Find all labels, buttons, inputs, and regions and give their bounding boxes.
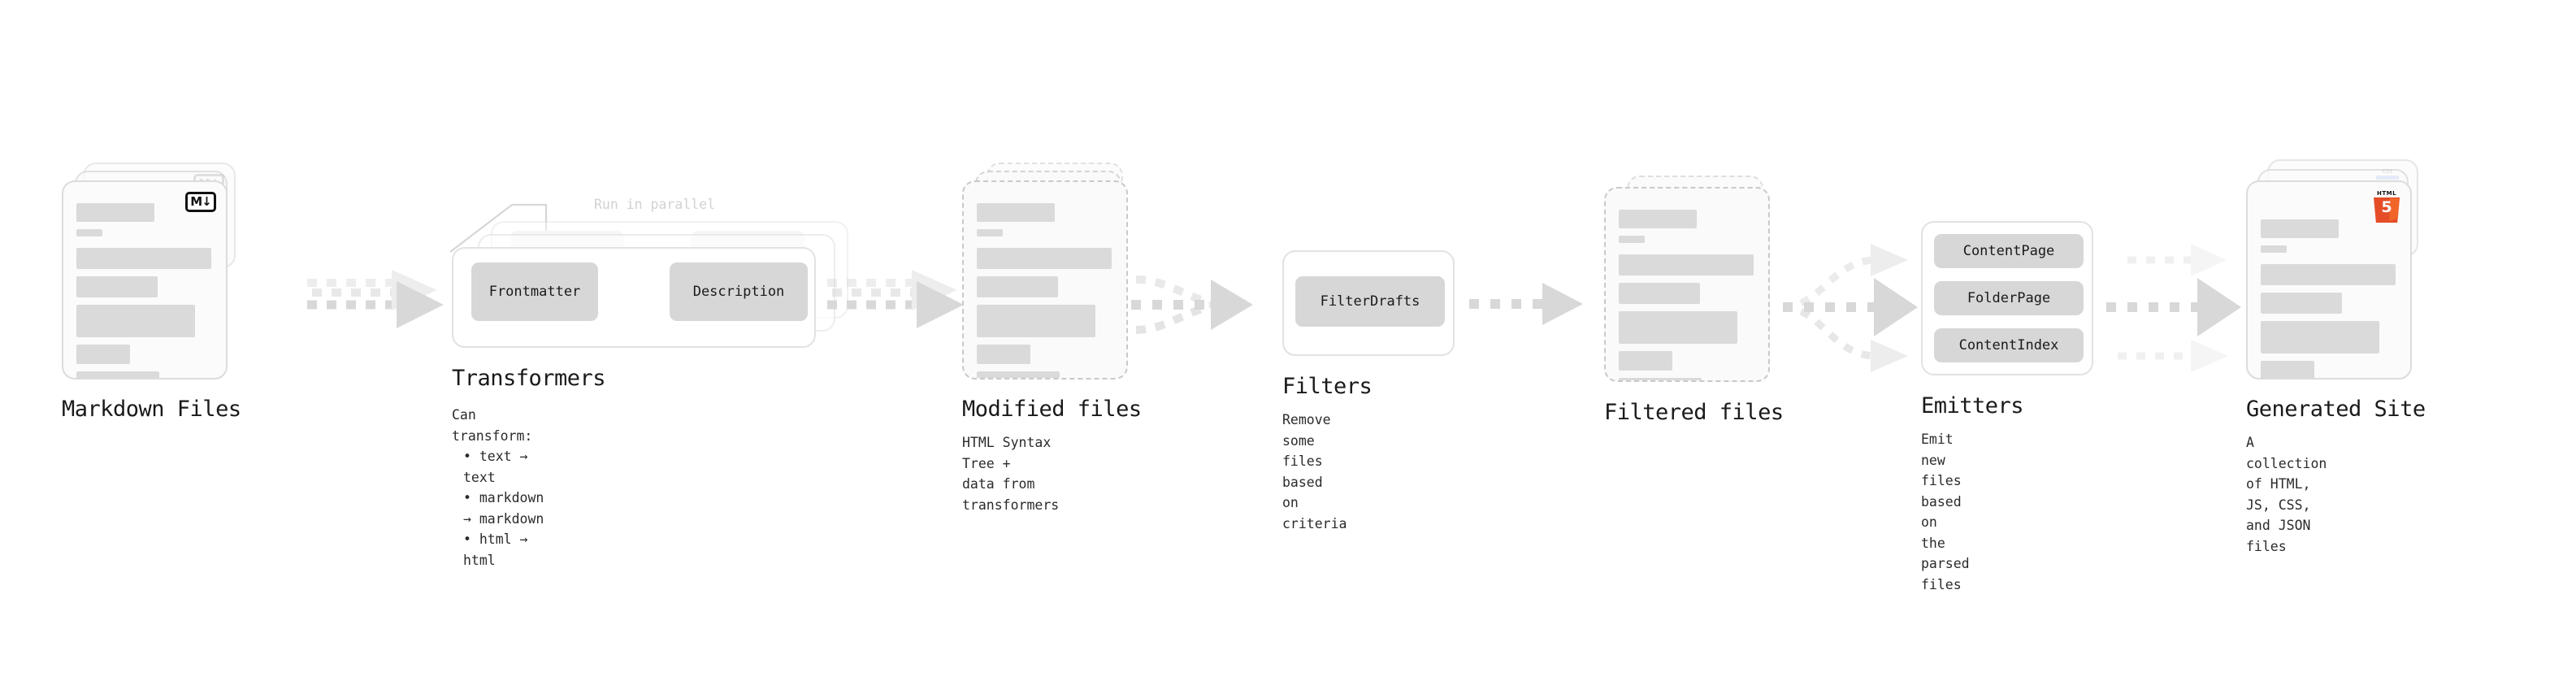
doc-placeholder-bar [1619,236,1645,243]
doc-placeholder-bar [1619,283,1700,304]
filter-chip-filterdrafts-label: FilterDrafts [1320,293,1420,310]
doc-placeholder-bar [2261,361,2314,378]
connector-filtered-to-emitters [1782,232,1945,379]
stage-subtitle-emitters: Emit new files based on the parsed files [1921,432,1970,592]
doc-placeholder-lines [1619,210,1755,380]
doc-placeholder-bar [977,229,1003,236]
emitter-chip-folderpage-label: FolderPage [1967,290,2051,306]
doc-placeholder-bar [2261,219,2339,238]
connector-modified-to-filters [1131,262,1286,367]
doc-placeholder-bar [977,305,1095,337]
doc-placeholder-bar [2261,264,2396,285]
doc-placeholder-bar [1619,210,1697,228]
doc-placeholder-bar [76,203,154,222]
doc-placeholder-bar [1619,351,1672,371]
filter-chip-filterdrafts[interactable]: FilterDrafts [1295,276,1445,327]
doc-placeholder-bar [1619,311,1737,344]
stage-title-generated-site: Generated Site [2246,397,2426,422]
doc-placeholder-bar [76,229,102,236]
doc-placeholder-bar [76,276,158,297]
filtered-card-front [1604,187,1770,382]
emitter-chip-contentpage[interactable]: ContentPage [1934,234,2084,268]
html5-badge: HTML 5 [2373,190,2400,223]
doc-placeholder-bar [977,371,1060,378]
doc-placeholder-bar [2261,293,2342,314]
doc-placeholder-lines [977,203,1113,378]
callout-run-in-parallel: Run in parallel [594,197,716,212]
stage-title-modified-files: Modified files [962,397,1142,422]
emitter-chip-contentpage-label: ContentPage [1962,243,2055,259]
doc-placeholder-bar [76,371,159,378]
doc-placeholder-bar [76,305,195,337]
doc-placeholder-bar [977,248,1112,269]
transformer-chip-description-label: Description [692,284,785,300]
stage-title-filters: Filters [1282,374,1373,399]
stage-title-transformers: Transformers [452,366,606,391]
connector-filters-to-filtered [1469,283,1599,332]
emitter-chip-folderpage[interactable]: FolderPage [1934,281,2084,315]
stage-title-emitters: Emitters [1921,393,2024,419]
transformers-bullet-0: • text → text [463,449,528,485]
doc-placeholder-bar [76,248,211,269]
transformers-bullet-2: • html → html [463,531,528,568]
connector-md-to-transformers [307,268,453,349]
stage-title-markdown-files: Markdown Files [62,397,241,422]
connector-emitters-to-site [2106,232,2269,379]
emitters-panel: ContentPage FolderPage ContentIndex [1921,221,2093,375]
markdown-badge: M↓ [185,192,216,212]
doc-placeholder-bar [977,203,1055,222]
stage-subtitle-modified-files: HTML Syntax Tree + data from transformer… [962,435,1060,513]
site-card-front: HTML 5 [2246,180,2412,380]
doc-placeholder-lines [76,203,213,378]
transformers-bullet-1: • markdown → markdown [463,490,544,527]
callout-leader-line [449,203,548,253]
transformers-description: Can transform: • text → text • markdown … [452,405,544,571]
doc-placeholder-bar [2261,321,2379,354]
markdown-card-front: M↓ [62,180,228,380]
doc-placeholder-bar [977,276,1058,297]
doc-placeholder-bar [1619,254,1754,275]
doc-placeholder-bar [977,345,1030,364]
doc-placeholder-lines [2261,219,2397,378]
filters-panel: FilterDrafts [1282,250,1455,356]
stage-subtitle-generated-site: A collection of HTML, JS, CSS, and JSON … [2246,435,2327,554]
transformer-chip-description[interactable]: Description [670,262,808,321]
emitter-chip-contentindex-label: ContentIndex [1958,337,2059,354]
modified-card-front [962,180,1128,380]
doc-placeholder-bar [76,345,130,364]
stage-title-filtered-files: Filtered files [1604,400,1784,425]
transformer-chip-frontmatter-label: Frontmatter [488,284,581,300]
transformer-panel-front: Frontmatter Description [452,247,816,348]
emitter-chip-contentindex[interactable]: ContentIndex [1934,328,2084,362]
connector-transformers-to-modified [827,268,974,349]
stage-subtitle-filters: Remove some files based on criteria [1282,412,1347,531]
transformer-chip-frontmatter[interactable]: Frontmatter [471,262,598,321]
doc-placeholder-bar [2261,245,2287,253]
transformers-can-transform-head: Can transform: [452,407,533,444]
doc-placeholder-bar [1619,378,1702,380]
